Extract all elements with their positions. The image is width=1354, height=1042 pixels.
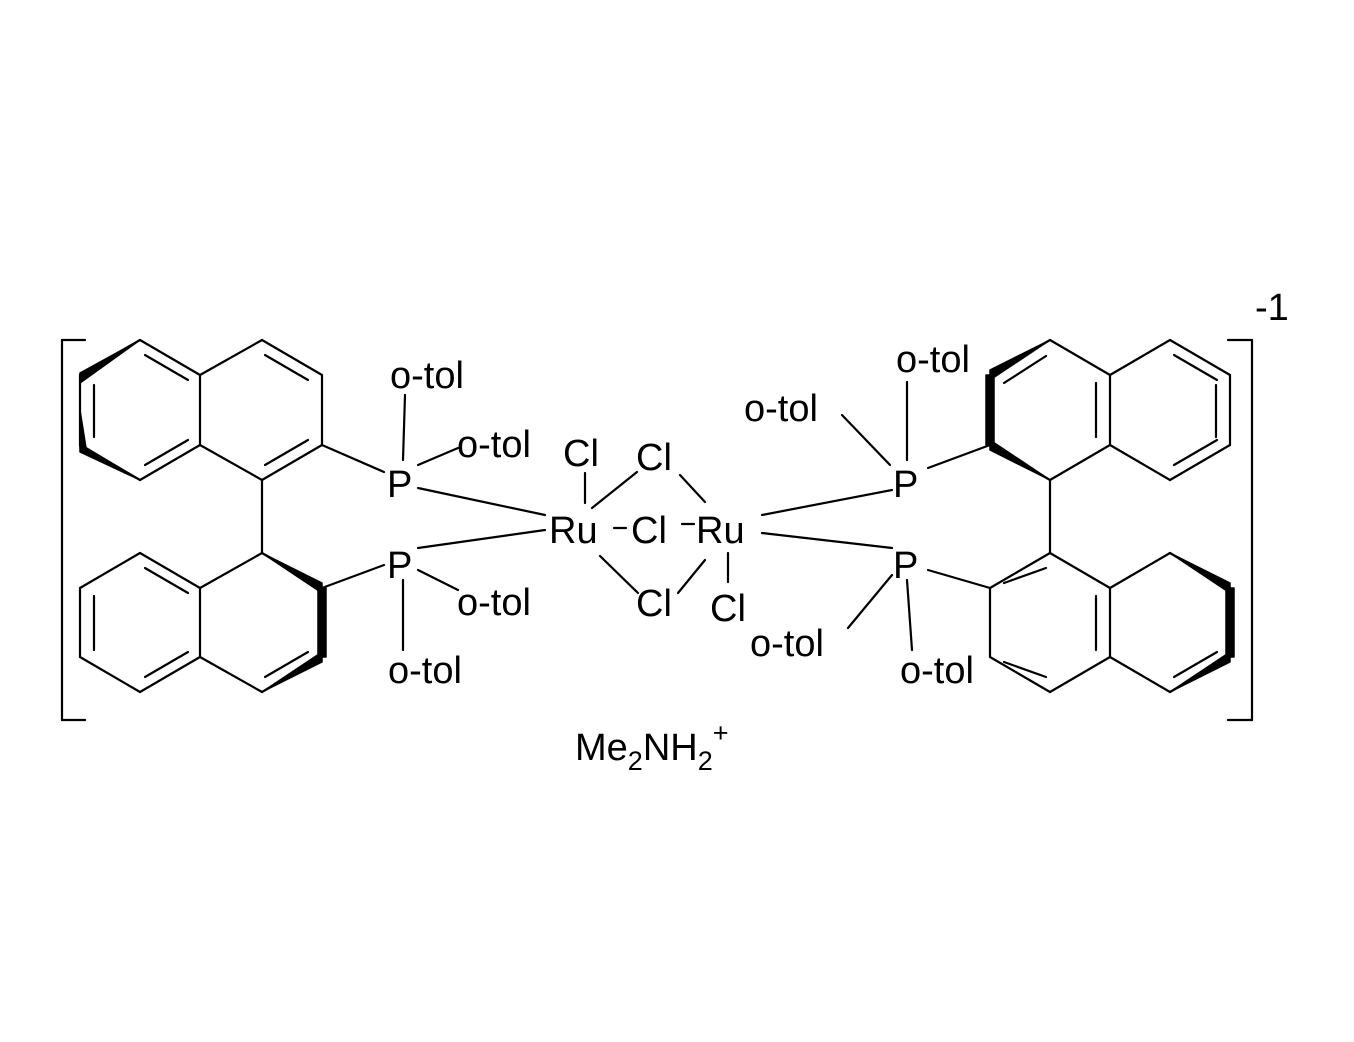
right-bottom-naphthalene bbox=[988, 551, 1235, 694]
left-bottom-naphthalene bbox=[78, 551, 327, 694]
substituent-o-tol-right-bottom-1: o-tol bbox=[750, 623, 824, 665]
right-top-naphthalene bbox=[985, 338, 1232, 482]
substituent-o-tol-right-top-2: o-tol bbox=[744, 388, 818, 430]
counterion-sub-1: 2 bbox=[628, 746, 643, 776]
counterion-charge: + bbox=[713, 718, 729, 748]
overall-charge: -1 bbox=[1255, 287, 1289, 329]
substituent-o-tol-right-top-1: o-tol bbox=[896, 339, 970, 381]
substituent-o-tol-left-bottom-2: o-tol bbox=[388, 650, 462, 692]
counterion-me: Me bbox=[575, 727, 628, 769]
atom-ru-left: Ru bbox=[549, 510, 598, 552]
left-top-naphthalene bbox=[78, 338, 324, 482]
left-bracket bbox=[60, 338, 87, 722]
atom-p-right-top: P bbox=[893, 464, 918, 506]
atom-cl-terminal-right: Cl bbox=[710, 588, 746, 630]
substituent-o-tol-left-bottom-1: o-tol bbox=[457, 582, 531, 624]
atom-cl-bridge-bottom: Cl bbox=[636, 583, 672, 625]
ru-cl-core-bonds bbox=[583, 470, 730, 595]
left-phosphine-bonds bbox=[320, 393, 547, 652]
substituent-o-tol-left-top-1: o-tol bbox=[390, 355, 464, 397]
atom-cl-bridge-middle: Cl bbox=[631, 510, 667, 552]
atom-p-left-bottom: P bbox=[387, 545, 412, 587]
substituent-o-tol-left-top-2: o-tol bbox=[457, 424, 531, 466]
atom-p-right-bottom: P bbox=[893, 545, 918, 587]
counterion-sub-2: 2 bbox=[698, 746, 713, 776]
atom-cl-terminal-left: Cl bbox=[563, 433, 599, 475]
atom-cl-bridge-top: Cl bbox=[636, 437, 672, 479]
right-phosphine-bonds bbox=[760, 380, 992, 652]
substituent-o-tol-right-bottom-2: o-tol bbox=[900, 650, 974, 692]
atom-p-left-top: P bbox=[387, 464, 412, 506]
atom-ru-right: Ru bbox=[696, 510, 745, 552]
counterion-label: Me2NH2+ bbox=[575, 718, 729, 776]
counterion-nh: NH bbox=[643, 727, 698, 769]
right-bracket bbox=[1226, 338, 1254, 722]
